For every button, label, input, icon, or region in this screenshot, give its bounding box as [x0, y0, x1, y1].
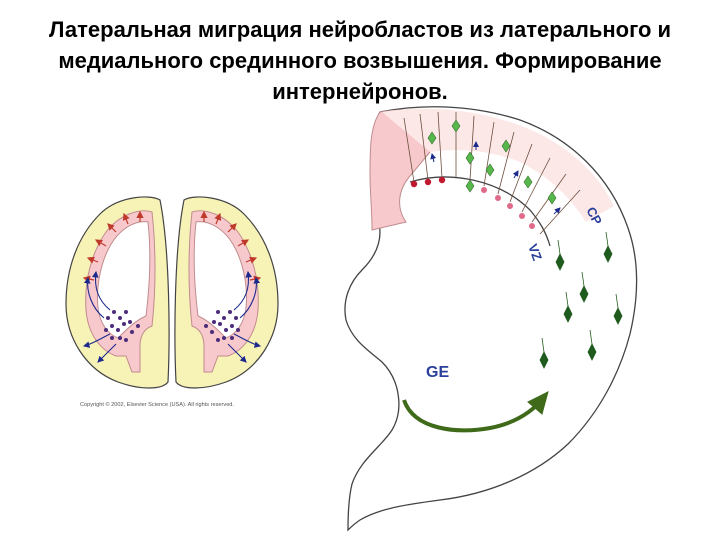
cortex-schematic: CP VZ GE: [345, 107, 637, 530]
copyright-text: Copyright © 2002, Elsevier Science (USA)…: [80, 401, 234, 408]
label-ge: GE: [426, 364, 449, 381]
brain-cross-section: Copyright © 2002, Elsevier Science (USA)…: [66, 197, 278, 408]
